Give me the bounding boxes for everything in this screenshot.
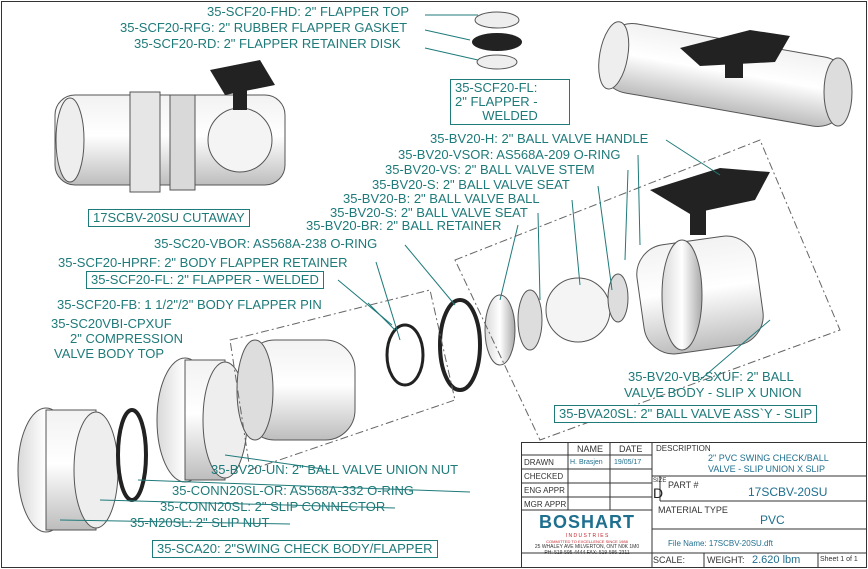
mgr-appr-label: MGR APPR bbox=[524, 500, 567, 509]
cutaway-view bbox=[54, 60, 286, 193]
callout-ball-valve-handle: 35-BV20-H: 2" BALL VALVE HANDLE bbox=[430, 131, 649, 146]
title-date-header: DATE bbox=[619, 444, 643, 454]
callout-ball-valve-seat-2: 35-BV20-S: 2" BALL VALVE SEAT bbox=[330, 205, 528, 220]
company-phone: PH: 519-595-4444 FAX: 519-595-2311 bbox=[544, 550, 630, 556]
ball-valve-exploded-parts bbox=[484, 168, 770, 366]
callout-compression-body-line-3: VALVE BODY TOP bbox=[54, 346, 165, 361]
company-address: 25 WHALEY AVE MILVERTON, ONT N0K 1M0 bbox=[534, 544, 640, 550]
checked-label: CHECKED bbox=[524, 472, 564, 481]
callout-body-flapper-retainer: 35-SCF20-HPRF: 2" BODY FLAPPER RETAINER bbox=[58, 255, 348, 270]
company-logo: BOSHART I N D U S T R I E S COMMITTED TO… bbox=[524, 512, 650, 556]
callout-compression-body-line-2: 2" COMPRESSION bbox=[70, 331, 183, 346]
callout-swing-check-body: 35-SCA20: 2"SWING CHECK BODY/FLAPPER bbox=[152, 540, 438, 558]
flapper-exploded-parts bbox=[472, 11, 522, 70]
sheet-number: Sheet 1 of 1 bbox=[820, 556, 858, 563]
callout-flapper-welded-top-line-2: 2" FLAPPER - bbox=[455, 94, 538, 109]
callout-flapper-welded-top-line-1: 35-SCF20-FL: bbox=[455, 80, 538, 95]
callout-flapper-welded-top-line-3: WELDED bbox=[482, 108, 538, 123]
swing-check-exploded-parts bbox=[17, 298, 482, 533]
company-name: BOSHART bbox=[539, 512, 635, 532]
callout-valve-body-line-2: VALVE BODY - SLIP X UNION bbox=[624, 385, 802, 400]
size-label: SIZE bbox=[653, 478, 667, 484]
title-name-header: NAME bbox=[577, 444, 604, 454]
callout-union-nut: 35-BV20-UN: 2" BALL VALVE UNION NUT bbox=[211, 462, 459, 477]
callout-flapper-top: 35-SCF20-FHD: 2" FLAPPER TOP bbox=[207, 4, 410, 19]
description-line-2: VALVE - SLIP UNION X SLIP bbox=[708, 464, 826, 474]
scale-label: SCALE: bbox=[653, 555, 686, 565]
weight-label: WEIGHT: bbox=[707, 555, 745, 565]
assembled-valve-view bbox=[598, 21, 853, 127]
description-line-1: 2" PVC SWING CHECK/BALL bbox=[708, 453, 829, 463]
callout-ball-valve-ball: 35-BV20-B: 2" BALL VALVE BALL bbox=[343, 191, 540, 206]
size-value: D bbox=[653, 485, 664, 501]
material-value: PVC bbox=[760, 513, 785, 527]
callout-flapper-retainer-disk: 35-SCF20-RD: 2" FLAPPER RETAINER DISK bbox=[134, 36, 401, 51]
cutaway-label: 17SCBV-20SU CUTAWAY bbox=[88, 209, 250, 227]
callout-ball-valve-stem: 35-BV20-VS: 2" BALL VALVE STEM bbox=[385, 162, 595, 177]
description-label: DESCRIPTION bbox=[656, 444, 711, 453]
callout-rubber-flapper-gasket: 35-SCF20-RFG: 2" RUBBER FLAPPER GASKET bbox=[120, 20, 408, 35]
weight-value: 2.620 lbm bbox=[752, 554, 801, 566]
file-name: File Name: 17SCBV-20SU.dft bbox=[668, 539, 773, 548]
callout-body-flapper-pin: 35-SCF20-FB: 1 1/2"/2" BODY FLAPPER PIN bbox=[57, 297, 322, 312]
eng-appr-label: ENG APPR bbox=[524, 486, 565, 495]
callout-ball-retainer: 35-BV20-BR: 2" BALL RETAINER bbox=[306, 218, 502, 233]
callout-flapper-welded-top: 35-SCF20-FL: 2" FLAPPER - WELDED bbox=[450, 79, 570, 125]
drawn-name: H. Brasjen bbox=[570, 459, 603, 466]
part-label: PART # bbox=[668, 480, 699, 490]
callout-flapper-welded-mid: 35-SCF20-FL: 2" FLAPPER - WELDED bbox=[86, 271, 324, 289]
title-block-grid bbox=[522, 443, 866, 567]
leader-lines bbox=[59, 14, 771, 525]
callout-vbor-o-ring: 35-SC20-VBOR: AS568A-238 O-RING bbox=[154, 236, 378, 251]
company-tagline: COMMITTED TO EXCELLENCE SINCE 1988 bbox=[546, 539, 628, 544]
drawn-date: 19/05/17 bbox=[614, 459, 642, 466]
callout-slip-connector: 35-CONN20SL: 2" SLIP CONNECTOR bbox=[160, 499, 386, 514]
callout-slip-nut: 35-N20SL: 2" SLIP NUT bbox=[130, 515, 270, 530]
part-number: 17SCBV-20SU bbox=[748, 485, 828, 499]
callout-ball-valve-seat-1: 35-BV20-S: 2" BALL VALVE SEAT bbox=[372, 177, 570, 192]
material-label: MATERIAL TYPE bbox=[658, 505, 728, 515]
company-sub: I N D U S T R I E S bbox=[565, 533, 609, 539]
drawn-label: DRAWN bbox=[524, 458, 554, 467]
callout-vsor-o-ring: 35-BV20-VSOR: AS568A-209 O-RING bbox=[398, 147, 621, 162]
callout-compression-body-line-1: 35-SC20VBI-CPXUF bbox=[51, 316, 172, 331]
callout-valve-body-line-1: 35-BV20-VB-SXUF: 2" BALL bbox=[628, 369, 794, 384]
callout-ball-valve-assembly: 35-BVA20SL: 2" BALL VALVE ASS`Y - SLIP bbox=[554, 405, 818, 423]
group-outlines bbox=[229, 139, 841, 471]
callout-slip-connector-o-ring: 35-CONN20SL-OR: AS568A-332 O-RING bbox=[172, 483, 415, 498]
title-block: NAME DATE DRAWN H. Brasjen 19/05/17 CHEC… bbox=[521, 442, 867, 568]
